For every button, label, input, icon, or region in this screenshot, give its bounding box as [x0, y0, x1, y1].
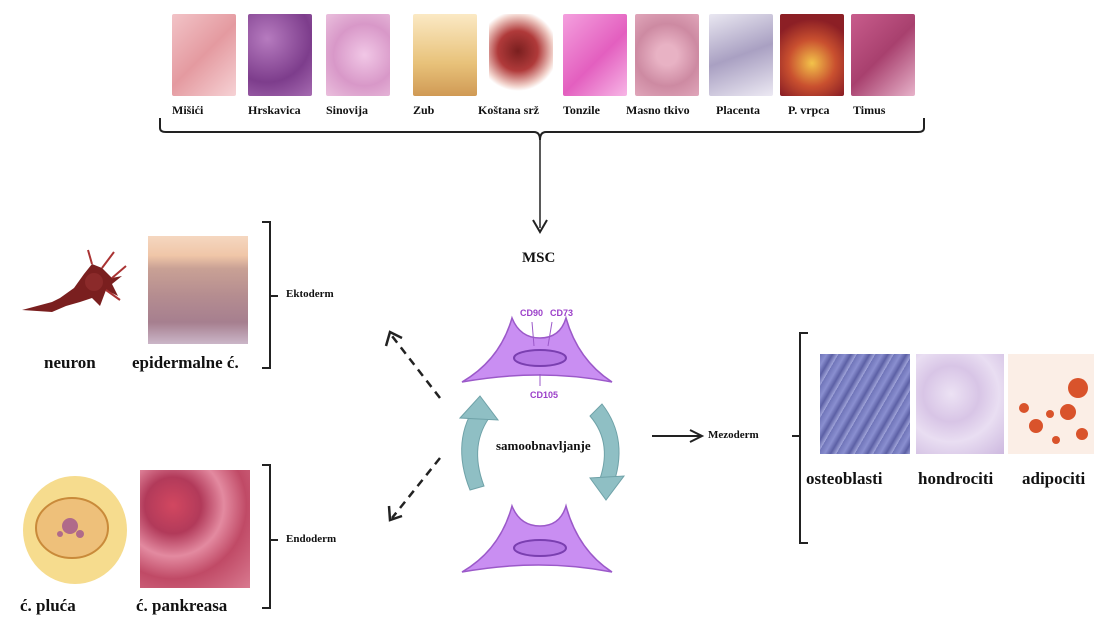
self-renewal-arrow-left-head [460, 396, 498, 420]
marker-cd73: CD73 [550, 308, 573, 318]
marker-cd105: CD105 [530, 390, 558, 400]
top-bracket [160, 118, 924, 140]
cell-label: adipociti [1022, 469, 1085, 489]
msc-nucleus-bottom [514, 540, 566, 556]
marker-cd90: CD90 [520, 308, 543, 318]
endoderm-label: Endoderm [286, 533, 336, 545]
self-renewal-arrow-right-head [590, 476, 624, 500]
msc-nucleus-top [514, 350, 566, 366]
chondrocyte-image [916, 354, 1004, 454]
ectoderm-bracket [262, 222, 278, 368]
neuron-image [22, 240, 132, 340]
pancreas-cell-image [140, 470, 250, 588]
cell-label: neuron [44, 353, 96, 373]
lung-cell-image [20, 472, 130, 587]
self-renewal-label: samoobnavljanje [496, 438, 591, 454]
cell-label: ć. pankreasa [136, 596, 227, 616]
adipocyte-image [1008, 354, 1094, 454]
osteoblast-image [820, 354, 910, 454]
msc-cell-bottom [462, 506, 612, 572]
self-renewal-arrow-right [590, 404, 619, 488]
mesoderm-label: Mezoderm [708, 429, 759, 441]
cell-label: hondrociti [918, 469, 993, 489]
arrow-to-ectoderm [392, 336, 440, 398]
cell-label: ć. pluća [20, 596, 76, 616]
mesoderm-bracket [792, 333, 808, 543]
cell-label: epidermalne ć. [132, 353, 239, 373]
msc-label: MSC [522, 250, 555, 267]
epidermal-image [148, 236, 248, 344]
cell-label: osteoblasti [806, 469, 883, 489]
endoderm-bracket [262, 465, 278, 608]
ectoderm-label: Ektoderm [286, 288, 334, 300]
arrow-to-endoderm [392, 458, 440, 518]
